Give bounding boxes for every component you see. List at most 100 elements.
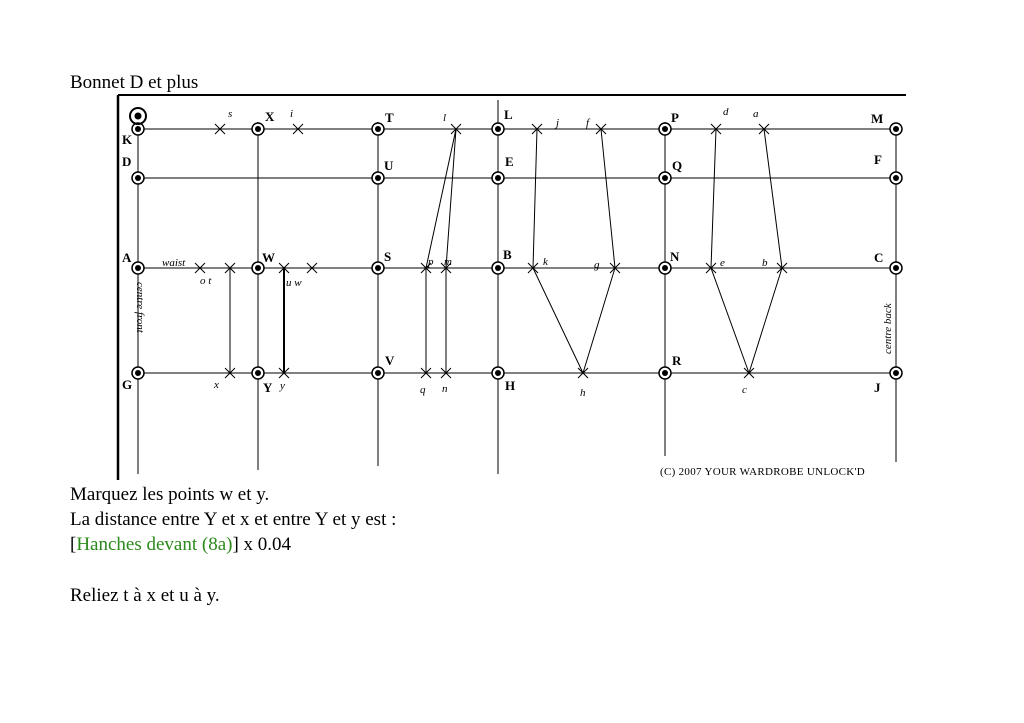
label-P: P bbox=[671, 110, 679, 125]
label-q: q bbox=[420, 384, 426, 396]
cross-mark bbox=[710, 123, 722, 135]
point-marker-center bbox=[135, 370, 141, 376]
cross-mark bbox=[214, 123, 226, 135]
label-g: g bbox=[594, 259, 600, 271]
cross-mark bbox=[776, 262, 788, 274]
label-m: m bbox=[444, 256, 452, 268]
cross-mark bbox=[440, 367, 452, 379]
point-marker-center bbox=[255, 126, 261, 132]
cross-mark bbox=[306, 262, 318, 274]
waist-label: waist bbox=[162, 257, 186, 269]
label-n: n bbox=[442, 383, 448, 395]
label-V: V bbox=[385, 353, 395, 368]
label-Q: Q bbox=[672, 158, 682, 173]
formula-line: [Hanches devant (8a)] x 0.04 bbox=[70, 533, 291, 557]
label-C: C bbox=[874, 250, 883, 265]
cross-mark bbox=[194, 262, 206, 274]
cross-mark bbox=[527, 262, 539, 274]
cross-marks bbox=[194, 123, 788, 379]
label-A: A bbox=[122, 250, 132, 265]
instruction-mark-points: Marquez les points w et y. bbox=[70, 484, 270, 505]
page-heading: Bonnet D et plus bbox=[70, 72, 199, 93]
label-N: N bbox=[670, 249, 680, 264]
point-marker-center bbox=[662, 265, 668, 271]
point-marker-center bbox=[495, 370, 501, 376]
cross-mark bbox=[531, 123, 543, 135]
point-marker-center bbox=[893, 265, 899, 271]
dart-f-g-h bbox=[582, 128, 616, 374]
label-x: x bbox=[213, 379, 219, 391]
cross-mark bbox=[420, 262, 432, 274]
label-e: e bbox=[720, 257, 725, 269]
point-marker-center bbox=[893, 175, 899, 181]
label-D: D bbox=[122, 154, 131, 169]
point-marker-center bbox=[662, 175, 668, 181]
point-marker-center bbox=[255, 265, 261, 271]
dart-a-b-c bbox=[748, 128, 783, 374]
pattern-svg: K X T L P M D U E Q F A W S B N C G Y V … bbox=[116, 94, 906, 480]
label-L: L bbox=[504, 107, 513, 122]
cross-mark bbox=[577, 367, 589, 379]
label-Y: Y bbox=[263, 380, 273, 395]
cross-mark bbox=[705, 262, 717, 274]
centre-back-label: centre back bbox=[882, 302, 894, 354]
instruction-distance: La distance entre Y et x et entre Y et y… bbox=[70, 509, 397, 530]
hanches-devant-link[interactable]: Hanches devant (8a) bbox=[76, 534, 233, 555]
point-marker-center bbox=[135, 265, 141, 271]
point-marker-center bbox=[375, 370, 381, 376]
centre-front-label: centre front bbox=[134, 282, 146, 334]
label-b: b bbox=[762, 257, 768, 269]
cross-mark bbox=[420, 367, 432, 379]
bodice-pattern-diagram: K X T L P M D U E Q F A W S B N C G Y V … bbox=[110, 92, 910, 482]
point-K-ring bbox=[129, 107, 147, 125]
point-marker-center bbox=[495, 265, 501, 271]
dart-j-k-h bbox=[532, 128, 584, 374]
label-H: H bbox=[505, 378, 515, 393]
label-X: X bbox=[265, 109, 275, 124]
label-ot: o t bbox=[200, 275, 212, 287]
point-marker-center bbox=[135, 175, 141, 181]
label-J: J bbox=[874, 380, 881, 395]
point-marker-center bbox=[495, 175, 501, 181]
label-j: j bbox=[554, 117, 559, 129]
point-marker-center bbox=[662, 370, 668, 376]
cross-mark bbox=[595, 123, 607, 135]
label-U: U bbox=[384, 158, 394, 173]
point-markers bbox=[129, 107, 903, 380]
instruction-connect: Reliez t à x et u à y. bbox=[70, 585, 220, 606]
label-B: B bbox=[503, 247, 512, 262]
point-K-ring-center bbox=[134, 112, 142, 120]
label-f: f bbox=[586, 117, 591, 129]
label-i: i bbox=[290, 108, 293, 120]
point-marker-center bbox=[893, 126, 899, 132]
label-T: T bbox=[385, 110, 394, 125]
cross-mark bbox=[224, 262, 236, 274]
label-d: d bbox=[723, 106, 729, 118]
label-l: l bbox=[443, 112, 446, 124]
cross-mark bbox=[278, 262, 290, 274]
label-K: K bbox=[122, 132, 133, 147]
label-p: p bbox=[427, 256, 434, 268]
label-F: F bbox=[874, 152, 882, 167]
label-S: S bbox=[384, 249, 391, 264]
dart-l-m-n bbox=[445, 128, 457, 373]
label-s: s bbox=[228, 108, 232, 120]
point-marker-center bbox=[662, 126, 668, 132]
point-marker-center bbox=[495, 126, 501, 132]
label-W: W bbox=[262, 250, 275, 265]
label-h: h bbox=[580, 387, 586, 399]
point-marker-center bbox=[375, 265, 381, 271]
label-c: c bbox=[742, 384, 747, 396]
formula-multiplier: ] x 0.04 bbox=[232, 534, 292, 555]
point-marker-center bbox=[375, 175, 381, 181]
cross-mark bbox=[440, 262, 452, 274]
point-marker-center bbox=[893, 370, 899, 376]
cross-mark bbox=[758, 123, 770, 135]
point-marker-center bbox=[255, 370, 261, 376]
cross-mark bbox=[450, 123, 462, 135]
label-E: E bbox=[505, 154, 514, 169]
cross-mark bbox=[743, 367, 755, 379]
cross-mark bbox=[278, 367, 290, 379]
label-G: G bbox=[122, 377, 132, 392]
copyright-text: (C) 2007 YOUR WARDROBE UNLOCK'D bbox=[660, 466, 865, 478]
